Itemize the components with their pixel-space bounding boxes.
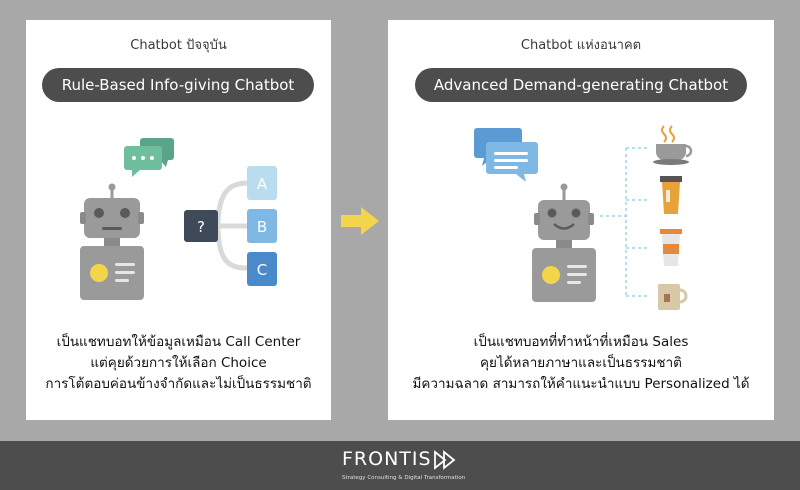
panel-description: เป็นแชทบอทที่ทำหน้าที่เหมือน Sales คุยได… (388, 332, 774, 395)
choice-b-label: B (257, 218, 267, 236)
future-chatbot-panel: Chatbot แห่งอนาคต Advanced Demand-genera… (388, 20, 774, 420)
product-connector-lines (600, 147, 650, 297)
brand-tagline: Strategy Consulting & Digital Transforma… (342, 475, 466, 481)
description-line: เป็นแชทบอทให้ข้อมูลเหมือน Call Center (56, 334, 301, 350)
panel-subtitle: Chatbot แห่งอนาคต (520, 38, 642, 53)
description-line: แต่คุยด้วยการให้เลือก Choice (90, 355, 267, 371)
footer-bar: FRONTIS Strategy Consulting & Digital Tr… (0, 441, 800, 490)
robot-icon (532, 183, 596, 302)
chat-bubbles-icon (474, 128, 538, 182)
coffee-cup-icon (653, 125, 693, 165)
description-line: การโต้ตอบค่อนข้างจำกัดและไม่เป็นธรรมชาติ (45, 376, 312, 392)
iced-drink-icon (660, 176, 682, 214)
advanced-chatbot-illustration (474, 125, 693, 310)
choice-a-label: A (257, 175, 268, 193)
chat-bubbles-icon (124, 138, 174, 177)
choice-connector-lines (215, 180, 249, 271)
panel-title-pill: Advanced Demand-generating Chatbot (415, 68, 747, 102)
tea-mug-icon (658, 284, 688, 310)
choice-a-box (247, 166, 277, 200)
question-mark: ? (197, 218, 205, 236)
rule-based-illustration: ? A B C (80, 138, 277, 300)
double-play-icon (434, 450, 456, 470)
robot-icon (80, 183, 144, 300)
panel-description: เป็นแชทบอทให้ข้อมูลเหมือน Call Center แต… (26, 332, 331, 395)
panel-title-pill: Rule-Based Info-giving Chatbot (42, 68, 314, 102)
description-line: เป็นแชทบอทที่ทำหน้าที่เหมือน Sales (473, 334, 689, 350)
choice-c-label: C (257, 261, 267, 279)
panel-subtitle: Chatbot ปัจจุบัน (130, 38, 227, 53)
choice-c-box (247, 252, 277, 286)
arrow-right-icon (341, 207, 379, 235)
description-line: มีความฉลาด สามารถให้คำแนะนำแบบ Personali… (412, 376, 750, 392)
brand-name: FRONTIS (342, 448, 432, 470)
frontis-logo: FRONTIS Strategy Consulting & Digital Tr… (342, 448, 465, 484)
choice-b-box (247, 209, 277, 243)
takeaway-cup-icon (660, 229, 682, 266)
current-chatbot-panel: Chatbot ปัจจุบัน Rule-Based Info-giving … (26, 20, 331, 420)
question-box (184, 210, 218, 242)
description-line: คุยได้หลายภาษาและเป็นธรรมชาติ (480, 355, 682, 371)
